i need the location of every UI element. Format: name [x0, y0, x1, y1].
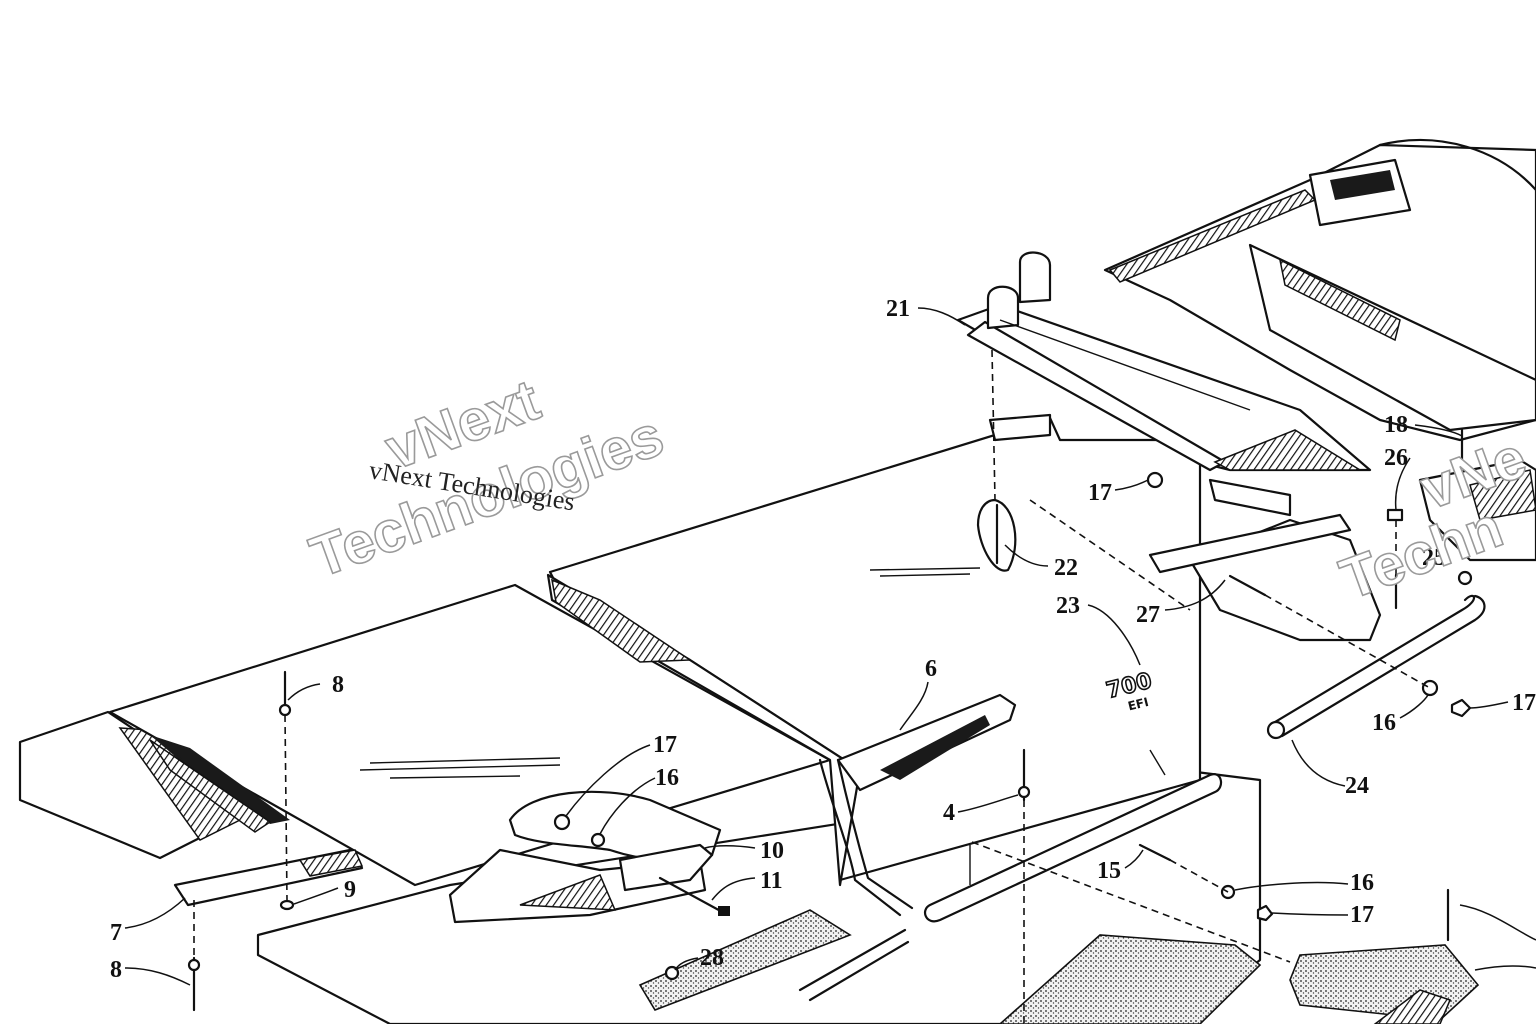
- callout-11: 11: [760, 868, 783, 894]
- callout-17-lower-right: 17: [1350, 902, 1374, 928]
- right-lower-bar: [923, 749, 1223, 923]
- heat-exchanger-plate: [956, 251, 1372, 472]
- callout-17-center: 17: [653, 732, 677, 758]
- center-hinge-bracket: [448, 790, 730, 924]
- callout-7: 7: [110, 920, 122, 946]
- callout-23: 23: [1056, 593, 1080, 619]
- mid-crossbar: [988, 413, 1352, 574]
- callout-8-upper: 8: [332, 672, 344, 698]
- right-footrest: [998, 934, 1480, 1024]
- decal-oval: [976, 498, 1017, 572]
- callout-21: 21: [886, 296, 910, 322]
- fasteners: [187, 428, 1473, 1012]
- model-badge: 700 EFI: [1103, 668, 1155, 714]
- callout-4: 4: [943, 800, 955, 826]
- callout-18: 18: [1384, 412, 1408, 438]
- callout-16-center: 16: [655, 765, 679, 791]
- wedge-bracket: [836, 693, 1017, 792]
- callout-9: 9: [344, 877, 356, 903]
- upper-frame-assembly: [1103, 138, 1536, 562]
- left-footrest: [638, 909, 910, 1011]
- callout-25: 25: [1422, 545, 1446, 571]
- callout-17-right: 17: [1512, 690, 1536, 716]
- callout-8-lower: 8: [110, 957, 122, 983]
- model-badge-sub: EFI: [1126, 695, 1150, 714]
- part-number-callouts: 4 6 7 8 8 9 10 11 15 16 16 16 17 17 17 1…: [110, 296, 1536, 983]
- leader-lines: [124, 307, 1536, 986]
- callout-6: 6: [925, 656, 937, 682]
- assembly-lines: [193, 349, 1431, 1024]
- callout-10: 10: [760, 838, 784, 864]
- center-tunnel: [546, 416, 1202, 917]
- callout-24: 24: [1345, 773, 1369, 799]
- callout-22: 22: [1054, 555, 1078, 581]
- callout-17-top: 17: [1088, 480, 1112, 506]
- callout-16-right: 16: [1372, 710, 1396, 736]
- callout-16-lower-right: 16: [1350, 870, 1374, 896]
- callout-27: 27: [1136, 602, 1160, 628]
- callout-15: 15: [1097, 858, 1121, 884]
- watermark-right-fragment2: Techn: [1332, 494, 1511, 612]
- callout-26: 26: [1384, 445, 1408, 471]
- callout-28: 28: [700, 945, 724, 971]
